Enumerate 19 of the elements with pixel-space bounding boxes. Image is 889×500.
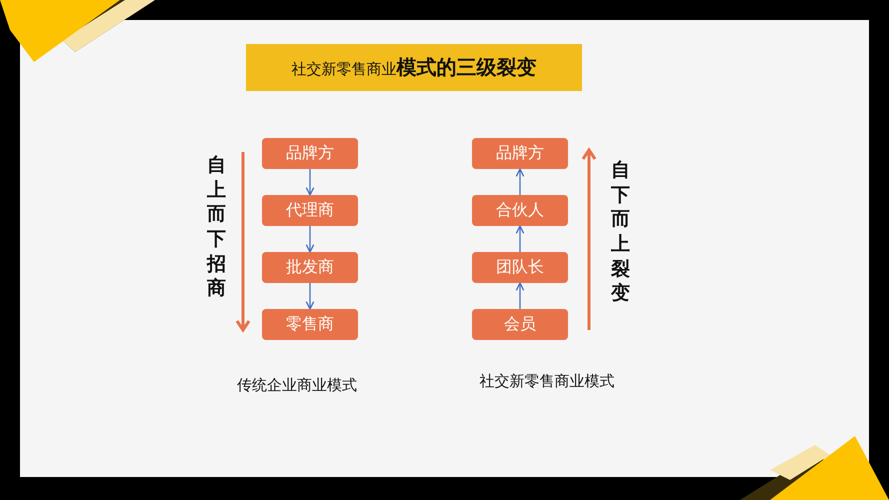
process-box: 合伙人 — [472, 195, 568, 226]
title: 社交新零售商业模式的三级裂变 — [292, 54, 536, 81]
model-caption: 社交新零售商业模式 — [478, 372, 616, 391]
arrow — [306, 169, 314, 196]
process-box: 零售商 — [262, 309, 358, 340]
vertical-caption: 自下而上裂变 — [611, 158, 630, 306]
arrow — [306, 226, 314, 253]
vertical-caption: 自上而下招商 — [207, 153, 226, 302]
process-box: 批发商 — [262, 252, 358, 283]
process-box: 团队长 — [472, 252, 568, 283]
arrow — [516, 168, 524, 195]
process-box: 品牌方 — [472, 138, 568, 169]
arrow — [516, 282, 524, 309]
arrow — [516, 225, 524, 252]
process-box: 品牌方 — [262, 138, 358, 169]
model-caption: 传统企业商业模式 — [236, 376, 358, 395]
arrow — [306, 283, 314, 310]
process-box: 代理商 — [262, 195, 358, 226]
process-box: 会员 — [472, 309, 568, 340]
